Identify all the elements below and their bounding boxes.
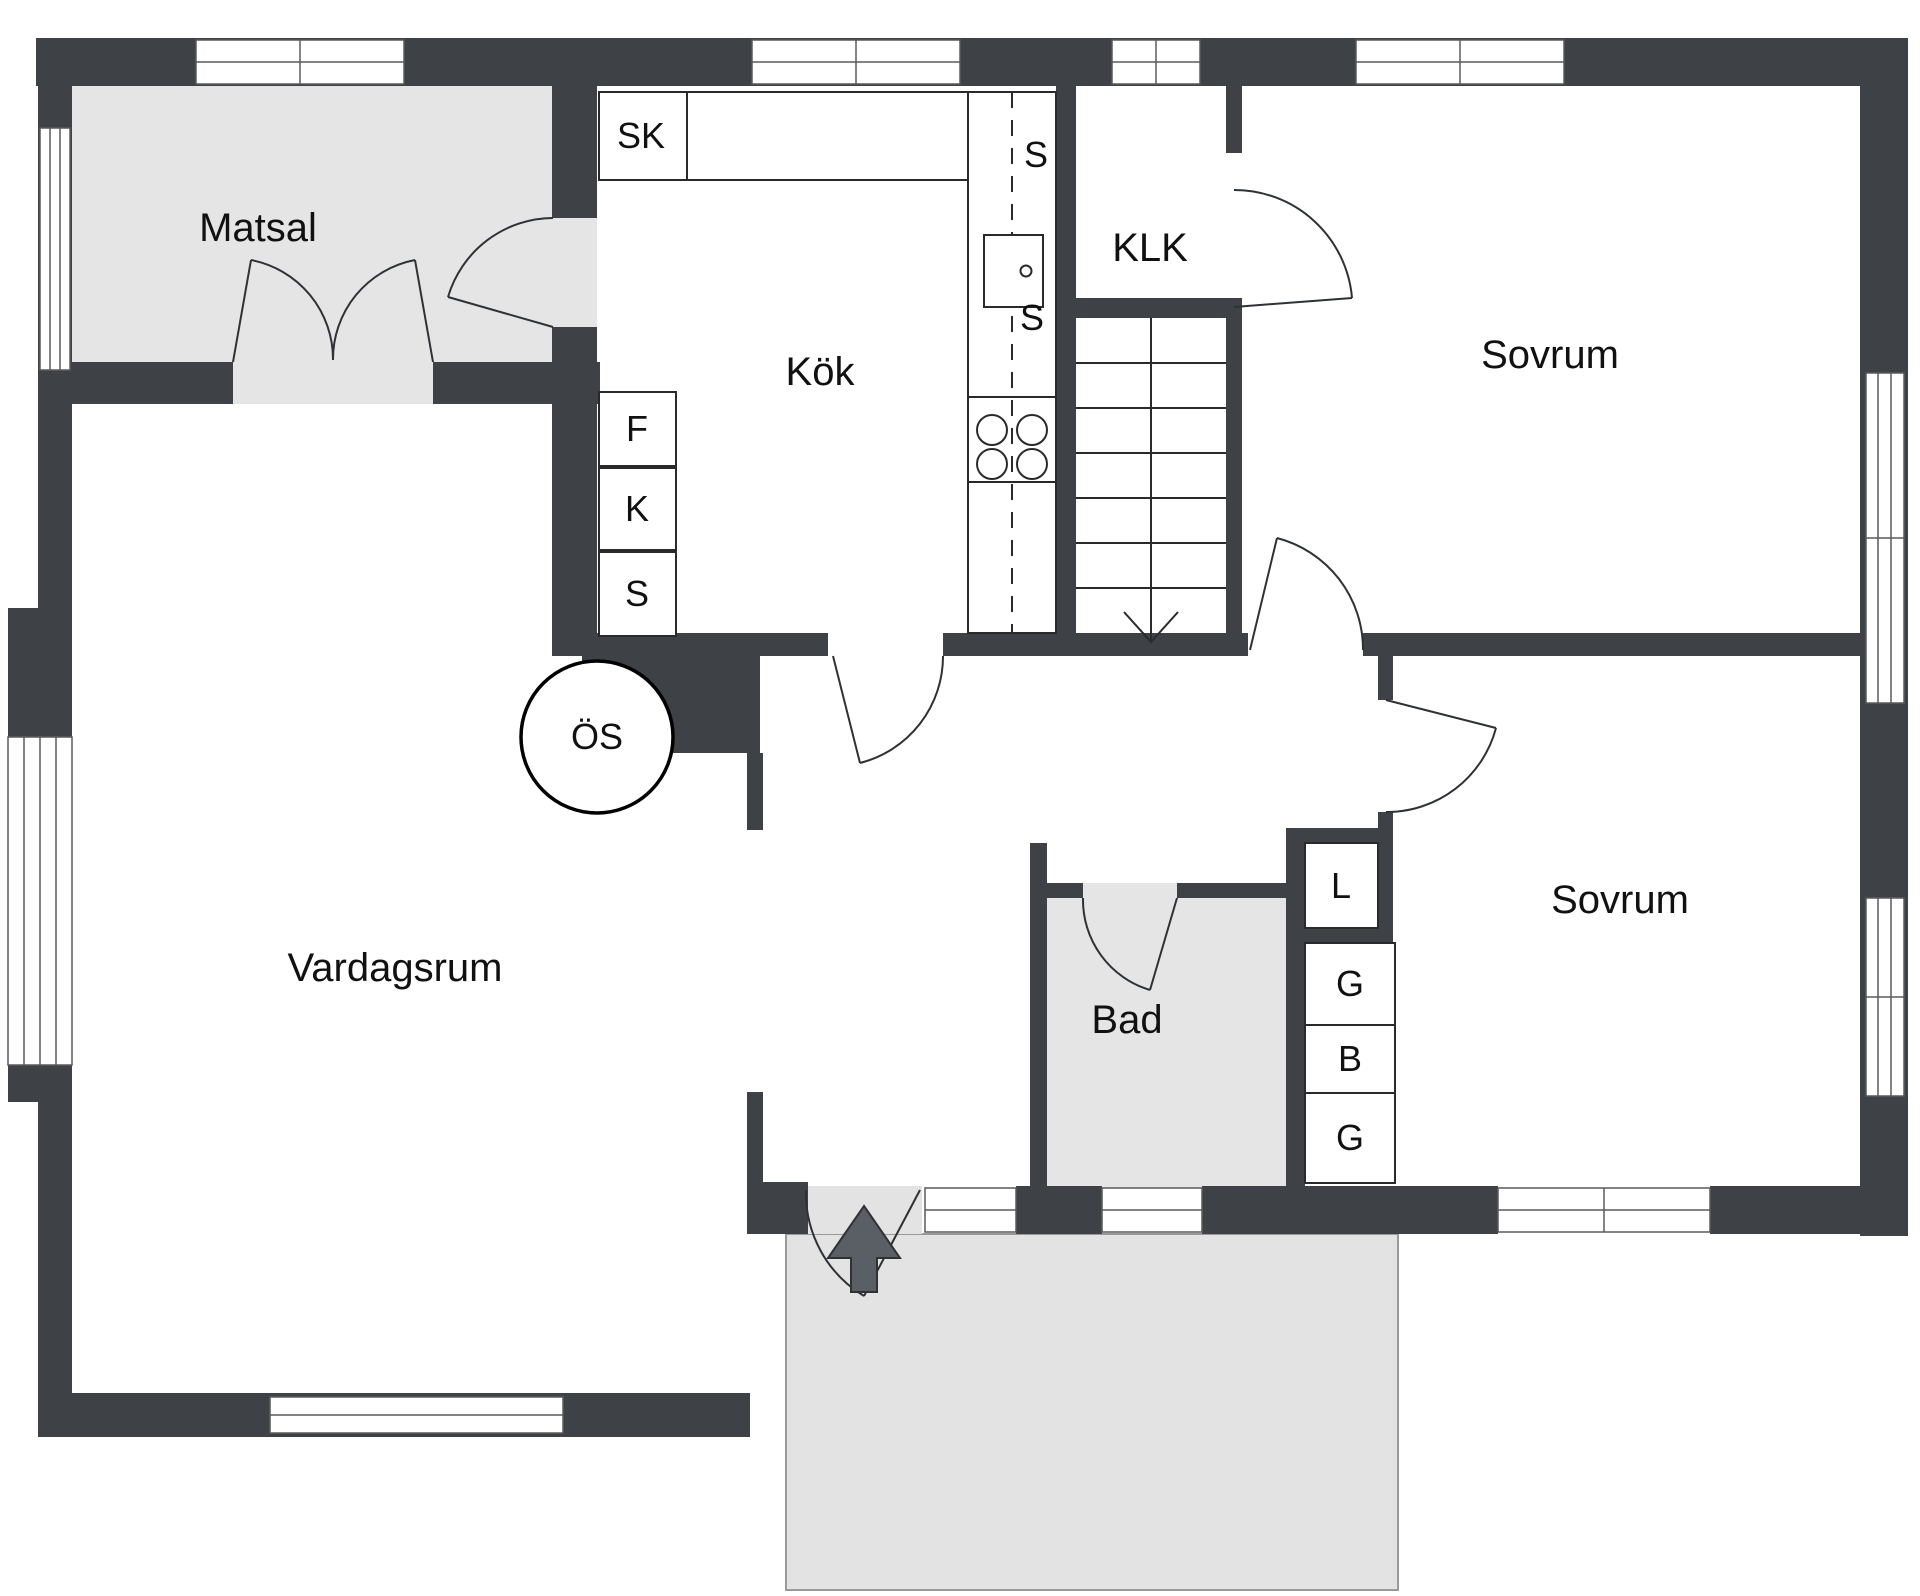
closet-g2-box xyxy=(1304,1092,1396,1184)
windows xyxy=(7,39,1905,1434)
vardagsrum-label: Vardagsrum xyxy=(287,946,503,990)
window-west-bay xyxy=(7,736,73,1066)
bad-label: Bad xyxy=(1091,998,1163,1042)
stairs-down-arrow-icon xyxy=(1123,611,1179,644)
window-south-bad xyxy=(1101,1187,1203,1233)
b-label: B xyxy=(1337,1038,1363,1079)
wall-bay-top xyxy=(8,608,72,738)
l-label: L xyxy=(1330,865,1352,906)
window-south-vardagsrum xyxy=(269,1396,564,1434)
entry-porch-floor xyxy=(785,1233,1399,1591)
doors xyxy=(232,188,1497,1297)
entry-arrow-icon xyxy=(826,1204,902,1293)
door-matsal-double xyxy=(232,259,434,363)
g1-label: G xyxy=(1335,963,1365,1004)
door-sovrum1 xyxy=(1249,537,1365,651)
door-sovrum2 xyxy=(1385,699,1497,814)
bad-doorway xyxy=(1083,883,1177,898)
wall-sovrum2-west-low xyxy=(1378,843,1393,943)
wall-south-3 xyxy=(1710,1186,1864,1234)
door-bad xyxy=(1081,897,1178,991)
wall-sovrum2-west-top xyxy=(1378,633,1393,700)
s-low-label: S xyxy=(624,573,650,614)
klk-label: KLK xyxy=(1112,226,1188,270)
os-label: ÖS xyxy=(570,716,624,757)
fireplace-circle xyxy=(519,659,675,815)
wall-entry-pier xyxy=(747,1182,808,1234)
room-floors xyxy=(72,70,1399,1591)
freezer-box xyxy=(598,467,677,551)
stove-burners-icon xyxy=(976,414,1048,480)
sink-unit xyxy=(983,234,1044,308)
door-kitchen-hall xyxy=(832,655,945,764)
f-label: F xyxy=(626,408,648,449)
door-klk xyxy=(1233,188,1353,308)
wall-kitchen-west xyxy=(552,404,597,656)
sink-drain-icon xyxy=(1019,264,1033,278)
wall-bad-north-right xyxy=(1177,883,1286,898)
fridge-box xyxy=(598,391,677,467)
matsal-doorway-south xyxy=(233,362,433,404)
closet-l-box xyxy=(1304,842,1379,929)
bad-floor xyxy=(1047,898,1286,1188)
window-east-sovrum1 xyxy=(1865,372,1905,704)
wall-klk-east-top xyxy=(1226,70,1242,153)
window-east-sovrum2 xyxy=(1865,897,1905,1097)
wall-sovrum2-north xyxy=(1363,633,1864,656)
window-north-klk xyxy=(1111,39,1201,85)
kitchen-fixtures xyxy=(598,91,1057,637)
sovrum2-label: Sovrum xyxy=(1551,878,1689,922)
wall-stairs-east xyxy=(1226,307,1242,633)
wall-kitchen-south-2 xyxy=(943,633,1056,656)
sovrum1-label: Sovrum xyxy=(1481,333,1619,377)
wall-hall-divider-top xyxy=(747,753,763,830)
wall-kitchen-south-1 xyxy=(576,633,828,656)
wall-sovrum2-west-mid xyxy=(1378,812,1393,843)
wall-bad-west xyxy=(1030,843,1047,1188)
wall-south-1 xyxy=(1016,1186,1102,1234)
wall-bad-north-left xyxy=(1047,883,1083,898)
closet-boxes xyxy=(1304,842,1396,1184)
kitchen-counter-top xyxy=(598,91,969,181)
wall-closet-mid xyxy=(1305,928,1393,943)
window-south-sovrum2 xyxy=(1497,1187,1711,1233)
wall-closet-west xyxy=(1286,843,1305,1188)
sk-label: SK xyxy=(616,115,666,156)
wall-bay-bottom xyxy=(8,1064,72,1102)
wall-stairs-south xyxy=(1056,633,1248,656)
window-north-sovrum xyxy=(1355,39,1565,85)
s-top-label: S xyxy=(1023,134,1049,175)
wall-kitchen-east xyxy=(1056,70,1076,633)
kok-label: Kök xyxy=(785,350,855,394)
matsal-floor xyxy=(72,70,552,362)
s-mid-label: S xyxy=(1019,297,1045,338)
wall-south-2 xyxy=(1202,1186,1498,1234)
window-west-matsal xyxy=(39,127,71,371)
wall-hall-divider-bottom xyxy=(747,1092,763,1182)
staircase xyxy=(1076,318,1226,644)
wall-matsal-east-top xyxy=(552,70,597,218)
k-label: K xyxy=(624,488,650,529)
window-north-matsal xyxy=(195,39,405,85)
door-matsal-kitchen xyxy=(447,217,554,328)
wall-matsal-east-bottom xyxy=(552,327,597,404)
pantry-box xyxy=(598,551,677,637)
g2-label: G xyxy=(1335,1117,1365,1158)
window-south-entry xyxy=(924,1187,1017,1233)
wall-closet-north xyxy=(1286,828,1393,843)
matsal-label: Matsal xyxy=(199,206,317,250)
wall-klk-south xyxy=(1076,298,1242,318)
window-north-kok xyxy=(751,39,961,85)
matsal-doorway-east xyxy=(552,218,597,327)
